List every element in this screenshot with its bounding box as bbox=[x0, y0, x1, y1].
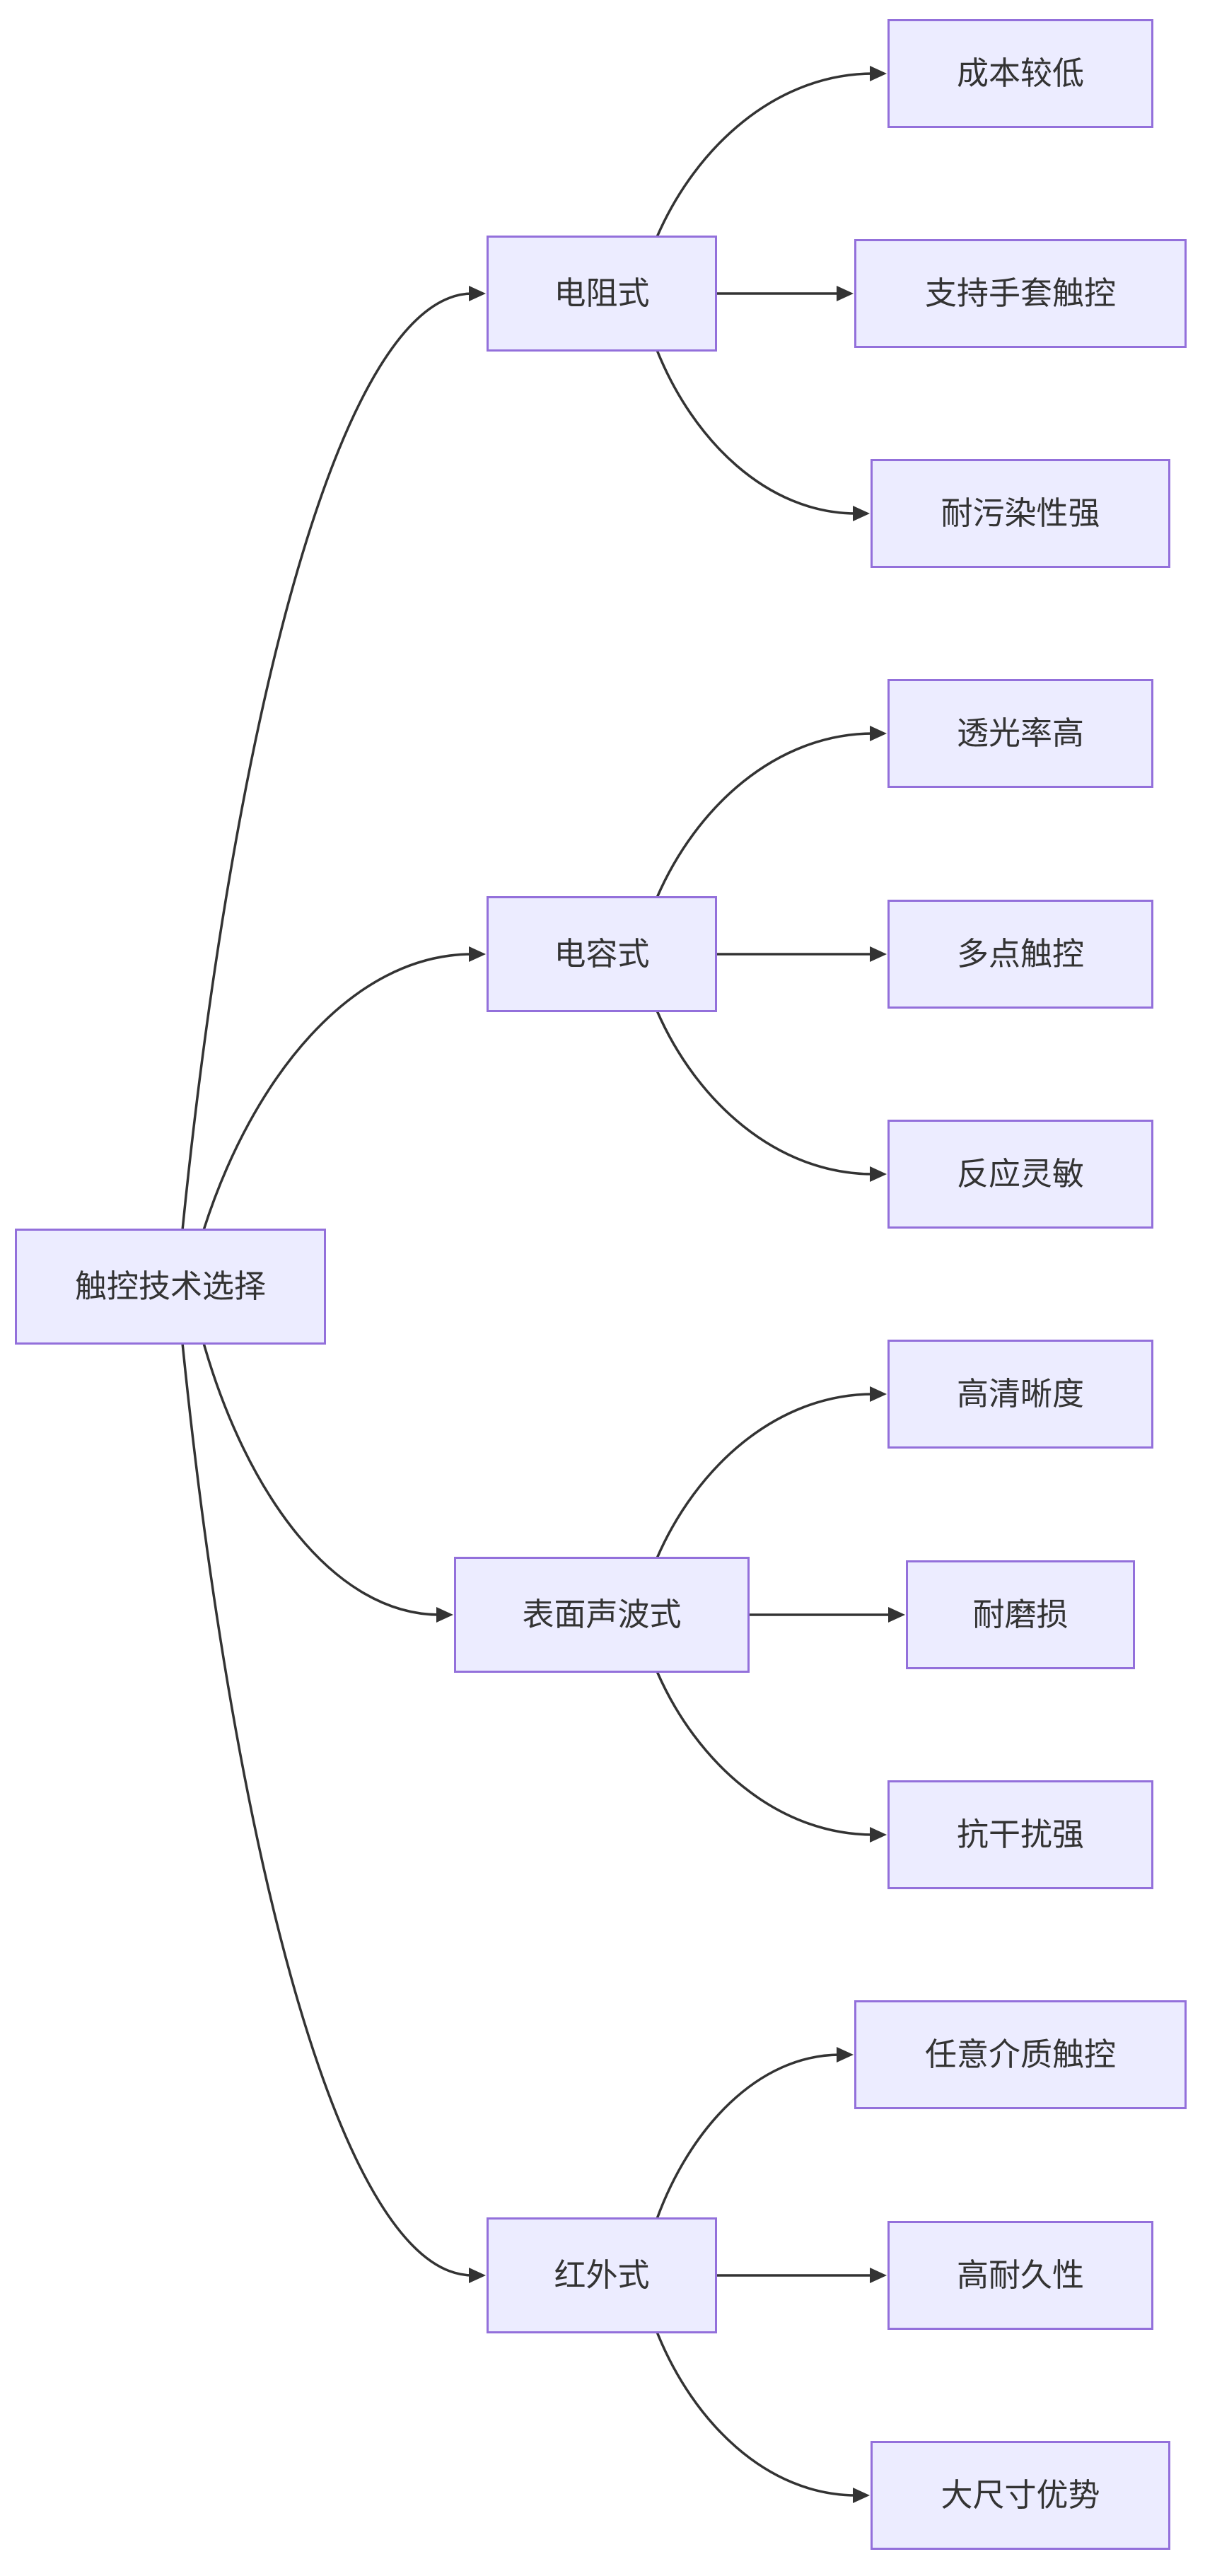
edge-root-infrared bbox=[181, 1342, 486, 2283]
arrowhead-icon bbox=[469, 2268, 486, 2283]
arrowhead-icon bbox=[469, 946, 486, 962]
node-root: 触控技术选择 bbox=[15, 1229, 326, 1345]
node-cap-fast: 反应灵敏 bbox=[887, 1120, 1153, 1229]
node-label: 反应灵敏 bbox=[956, 1156, 1084, 1192]
arrowhead-icon bbox=[870, 1166, 887, 1182]
edge-capacitive-cap-fast bbox=[656, 1010, 887, 1182]
node-label: 红外式 bbox=[554, 2257, 650, 2293]
node-label: 任意介质触控 bbox=[924, 2036, 1116, 2072]
arrowhead-icon bbox=[870, 1386, 887, 1402]
node-label: 抗干扰强 bbox=[956, 1816, 1084, 1852]
node-label: 支持手套触控 bbox=[924, 275, 1116, 311]
node-label: 耐磨损 bbox=[972, 1596, 1069, 1632]
node-label: 高清晰度 bbox=[956, 1376, 1084, 1412]
arrowhead-icon bbox=[870, 2268, 887, 2283]
edge-resistive-res-dirt bbox=[656, 349, 870, 521]
edge-root-saw bbox=[202, 1342, 453, 1623]
edge-saw-saw-noise bbox=[656, 1671, 887, 1843]
edge-capacitive-cap-light bbox=[656, 726, 887, 898]
edge-resistive-res-cost bbox=[656, 66, 887, 238]
node-resistive: 电阻式 bbox=[487, 236, 717, 352]
node-ir-large: 大尺寸优势 bbox=[871, 2441, 1170, 2550]
arrowhead-icon bbox=[837, 286, 854, 301]
node-label: 表面声波式 bbox=[522, 1596, 682, 1632]
node-ir-any: 任意介质触控 bbox=[854, 2000, 1187, 2109]
node-label: 多点触控 bbox=[956, 936, 1084, 972]
node-saw-clear: 高清晰度 bbox=[887, 1340, 1153, 1449]
node-cap-multi: 多点触控 bbox=[887, 900, 1153, 1009]
node-label: 电容式 bbox=[554, 936, 650, 972]
node-res-dirt: 耐污染性强 bbox=[871, 459, 1170, 568]
arrowhead-icon bbox=[888, 1607, 905, 1623]
arrowhead-icon bbox=[853, 2488, 870, 2503]
node-ir-durable: 高耐久性 bbox=[887, 2221, 1153, 2330]
node-res-glove: 支持手套触控 bbox=[854, 239, 1187, 348]
node-infrared: 红外式 bbox=[487, 2217, 717, 2333]
arrowhead-icon bbox=[870, 726, 887, 741]
edge-infrared-ir-large bbox=[656, 2331, 870, 2503]
edge-infrared-ir-durable bbox=[717, 2268, 887, 2283]
node-saw: 表面声波式 bbox=[454, 1557, 750, 1673]
node-label: 触控技术选择 bbox=[74, 1268, 266, 1304]
node-saw-noise: 抗干扰强 bbox=[887, 1780, 1153, 1889]
node-label: 透光率高 bbox=[956, 715, 1084, 751]
node-cap-light: 透光率高 bbox=[887, 679, 1153, 788]
node-label: 耐污染性强 bbox=[941, 495, 1100, 531]
node-saw-wear: 耐磨损 bbox=[906, 1560, 1135, 1669]
arrowhead-icon bbox=[870, 946, 887, 962]
arrowhead-icon bbox=[853, 506, 870, 521]
node-res-cost: 成本较低 bbox=[887, 19, 1153, 128]
arrowhead-icon bbox=[837, 2047, 854, 2062]
edge-resistive-res-glove bbox=[717, 286, 854, 301]
arrowhead-icon bbox=[870, 1827, 887, 1843]
edge-root-resistive bbox=[181, 286, 486, 1231]
node-label: 高耐久性 bbox=[956, 2257, 1084, 2293]
arrowhead-icon bbox=[469, 286, 486, 301]
edge-capacitive-cap-multi bbox=[717, 946, 887, 962]
arrowhead-icon bbox=[870, 66, 887, 81]
node-label: 成本较低 bbox=[956, 55, 1084, 91]
node-label: 大尺寸优势 bbox=[941, 2477, 1100, 2513]
edge-saw-saw-wear bbox=[750, 1607, 905, 1623]
node-capacitive: 电容式 bbox=[487, 896, 717, 1012]
node-label: 电阻式 bbox=[554, 275, 650, 311]
arrowhead-icon bbox=[436, 1607, 453, 1623]
edge-saw-saw-clear bbox=[656, 1386, 887, 1559]
edge-root-capacitive bbox=[202, 946, 486, 1231]
edge-infrared-ir-any bbox=[656, 2047, 854, 2220]
